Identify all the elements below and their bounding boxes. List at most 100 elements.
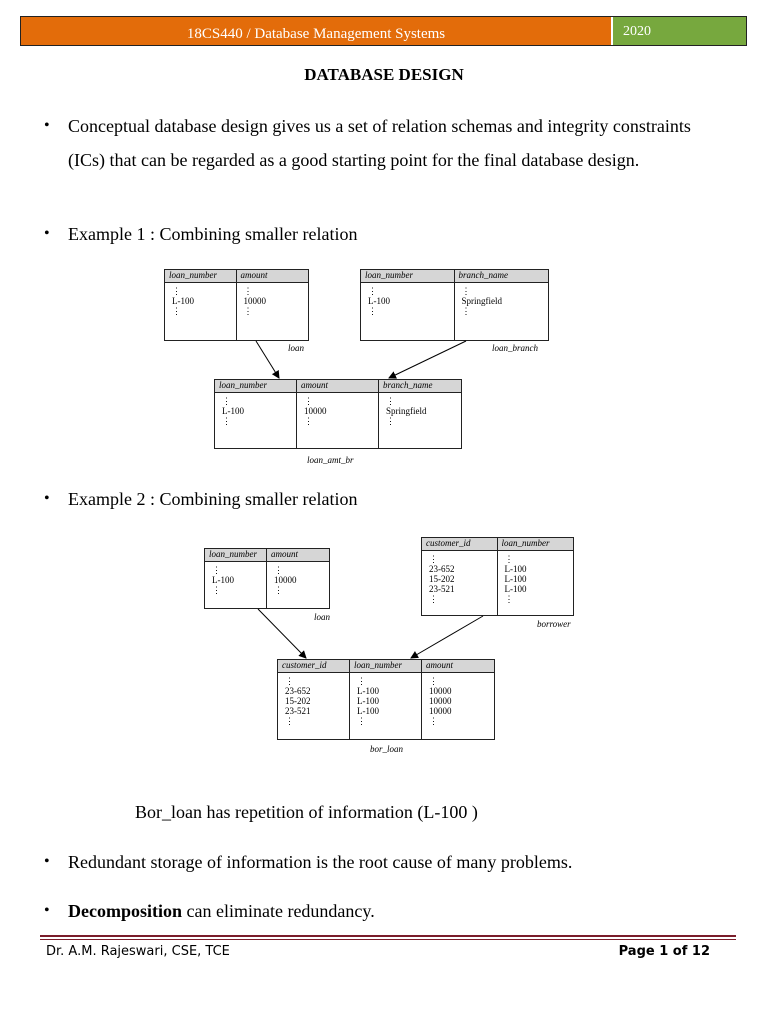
column-header: amount: [426, 660, 453, 670]
table-cell: 15-202: [429, 574, 455, 584]
table-cell: ⋮: [222, 416, 231, 426]
bullet-icon: •: [44, 902, 50, 919]
column-header: amount: [271, 549, 298, 559]
table-column: ⋮10000⋮: [237, 283, 309, 340]
table-caption: borrower: [537, 619, 571, 629]
table-cell: ⋮: [212, 585, 221, 595]
table-body: ⋮L-100⋮⋮10000⋮: [205, 562, 329, 608]
table-header: loan_number amount: [205, 549, 329, 562]
table-cell: ⋮: [274, 565, 283, 575]
table-cell: ⋮: [357, 716, 366, 726]
table-cell: ⋮: [429, 716, 438, 726]
table-caption: loan: [314, 612, 331, 622]
bullet-icon: •: [44, 853, 50, 870]
table-caption: loan_branch: [492, 343, 538, 353]
table-column: ⋮L-100⋮: [165, 283, 237, 340]
header-bar: 18CS440 / Database Management Systems 20…: [20, 16, 747, 46]
bullet-text-rest: can eliminate redundancy.: [182, 901, 375, 921]
column-header: branch_name: [383, 380, 433, 390]
column-header: loan_number: [215, 380, 297, 392]
table-cell: Springfield: [461, 296, 503, 306]
column-header: loan_number: [165, 270, 237, 282]
table-cell: ⋮: [243, 306, 253, 316]
table-cell: ⋮: [429, 554, 438, 564]
table-column: ⋮Springfield⋮: [455, 283, 549, 340]
arrow-line: [255, 340, 280, 379]
bullet-icon: •: [44, 225, 50, 242]
table-cell: 23-521: [429, 584, 455, 594]
table-cell: L-100: [357, 706, 379, 716]
bullet-text: Redundant storage of information is the …: [68, 852, 573, 872]
arrow-line: [410, 615, 484, 659]
bullet-example-1: • Example 1 : Combining smaller relation: [44, 217, 730, 251]
bullet-intro: • Conceptual database design gives us a …: [44, 109, 730, 177]
arrow-line: [388, 340, 467, 379]
table-body: ⋮L-100⋮⋮10000⋮⋮Springfield⋮: [215, 393, 461, 448]
column-header: customer_id: [278, 660, 350, 672]
table-cell: ⋮: [386, 416, 395, 426]
table-cell: 23-652: [285, 686, 311, 696]
table-cell: ⋮: [285, 716, 294, 726]
bullet-text: Conceptual database design gives us a se…: [68, 116, 691, 170]
table-cell: L-100: [357, 696, 379, 706]
table-cell: 10000: [304, 406, 327, 416]
bullet-text: Decomposition can eliminate redundancy.: [68, 894, 730, 928]
table-body: ⋮L-100⋮⋮Springfield⋮: [361, 283, 548, 340]
table-loan-2: loan_number amount ⋮L-100⋮⋮10000⋮: [204, 548, 330, 609]
bold-term: Decomposition: [68, 901, 182, 921]
column-header: customer_id: [422, 538, 498, 550]
arrow-line: [257, 608, 307, 659]
column-header: loan_number: [205, 549, 267, 561]
table-column: ⋮L-100⋮: [361, 283, 455, 340]
table-cell: ⋮: [429, 676, 438, 686]
table-cell: L-100: [357, 686, 379, 696]
bullet-icon: •: [44, 490, 50, 507]
table-cell: ⋮: [429, 594, 438, 604]
table-cell: ⋮: [172, 286, 181, 296]
table-column: ⋮L-100⋮: [205, 562, 267, 608]
table-cell: ⋮: [304, 396, 313, 406]
table-cell: ⋮: [461, 306, 471, 316]
table-cell: ⋮: [212, 565, 221, 575]
column-header: loan_number: [501, 538, 550, 548]
table-cell: 23-652: [429, 564, 455, 574]
table-caption: loan: [288, 343, 305, 353]
table-cell: ⋮: [504, 554, 514, 564]
table-cell: L-100: [222, 406, 244, 416]
table-cell: 10000: [429, 696, 452, 706]
document-title: DATABASE DESIGN: [304, 65, 464, 84]
table-cell: ⋮: [368, 286, 377, 296]
table-cell: ⋮: [357, 676, 366, 686]
arrows-diagram-2: [257, 608, 484, 659]
bullet-example-2: • Example 2 : Combining smaller relation: [44, 482, 730, 516]
table-cell: ⋮: [243, 286, 253, 296]
table-cell: ⋮: [285, 676, 294, 686]
table-cell: 15-202: [285, 696, 311, 706]
column-header: amount: [240, 270, 268, 280]
table-column: ⋮10000⋮: [267, 562, 329, 608]
column-header: branch_name: [458, 270, 509, 280]
bullet-decomposition: • Decomposition can eliminate redundancy…: [44, 894, 730, 928]
table-cell: 10000: [429, 706, 452, 716]
course-title: 18CS440 / Database Management Systems: [21, 17, 613, 45]
bullet-icon: •: [44, 117, 50, 134]
table-column: ⋮Springfield⋮: [379, 393, 461, 448]
table-column: ⋮L-100⋮: [215, 393, 297, 448]
column-header: loan_number: [350, 660, 422, 672]
table-cell: L-100: [172, 296, 194, 306]
footer-rule: [40, 935, 736, 937]
bullet-text: Example 1 : Combining smaller relation: [68, 224, 358, 244]
